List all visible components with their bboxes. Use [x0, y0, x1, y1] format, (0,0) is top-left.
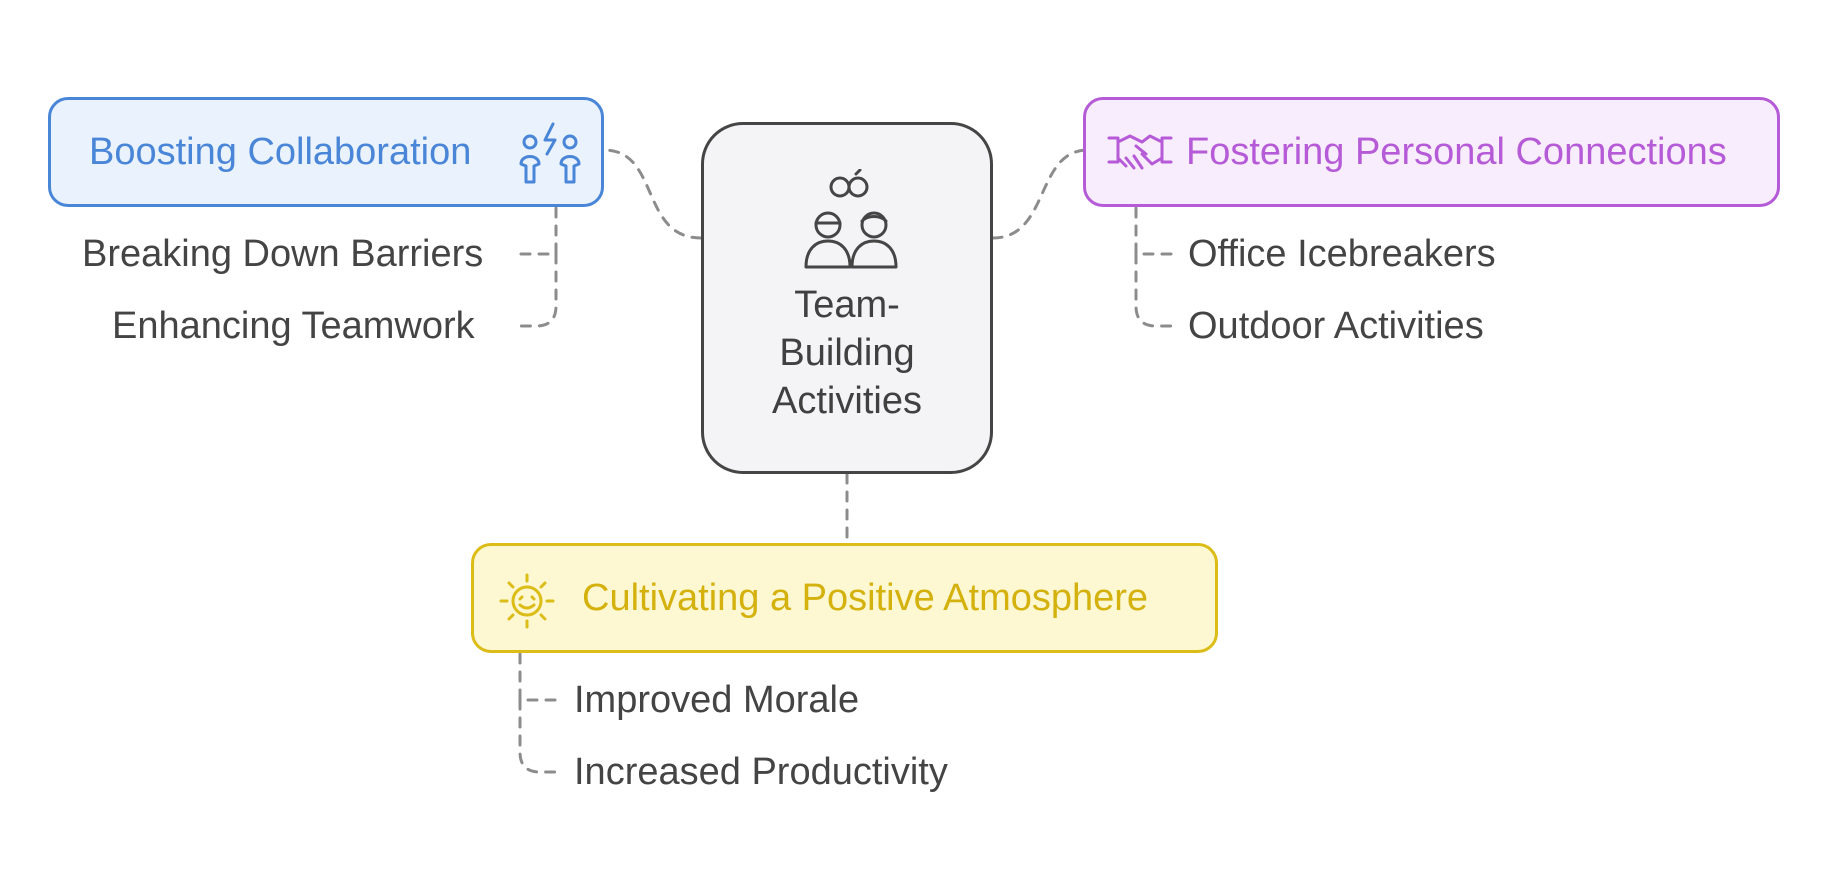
branch-collaboration-label: Boosting Collaboration	[89, 130, 472, 173]
center-title: Team- Building Activities	[704, 281, 990, 425]
leaf-breaking-down-barriers: Breaking Down Barriers	[82, 233, 484, 275]
people-spark-icon	[519, 122, 581, 184]
connector-atmosphere-morale	[518, 652, 558, 702]
connector-connections-outdoor	[1134, 252, 1174, 328]
leaf-enhancing-teamwork: Enhancing Teamwork	[112, 305, 475, 347]
smiling-sun-icon	[499, 573, 555, 629]
handshake-icon	[1107, 134, 1173, 170]
branch-collaboration[interactable]: Boosting Collaboration	[48, 97, 604, 207]
leaf-outdoor-activities: Outdoor Activities	[1188, 305, 1484, 347]
team-people-icon	[804, 169, 898, 269]
connector-collaboration-teamwork	[518, 252, 558, 328]
branch-connections-label: Fostering Personal Connections	[1186, 130, 1727, 173]
leaf-improved-morale: Improved Morale	[574, 679, 860, 721]
connector-center-collaboration	[602, 148, 703, 240]
connector-collaboration-barriers	[518, 206, 558, 256]
connector-connections-icebreakers	[1134, 206, 1174, 256]
connector-atmosphere-productivity	[518, 698, 558, 774]
leaf-office-icebreakers: Office Icebreakers	[1188, 233, 1496, 275]
leaf-increased-productivity: Increased Productivity	[574, 751, 948, 793]
center-title-line: Activities	[772, 380, 922, 422]
center-title-line: Team-	[794, 284, 900, 326]
center-title-line: Building	[779, 332, 915, 374]
connector-center-connections	[991, 148, 1090, 240]
branch-atmosphere[interactable]: Cultivating a Positive Atmosphere	[471, 543, 1218, 653]
center-node[interactable]: Team- Building Activities	[701, 122, 993, 474]
branch-connections[interactable]: Fostering Personal Connections	[1083, 97, 1780, 207]
branch-atmosphere-label: Cultivating a Positive Atmosphere	[582, 576, 1149, 619]
